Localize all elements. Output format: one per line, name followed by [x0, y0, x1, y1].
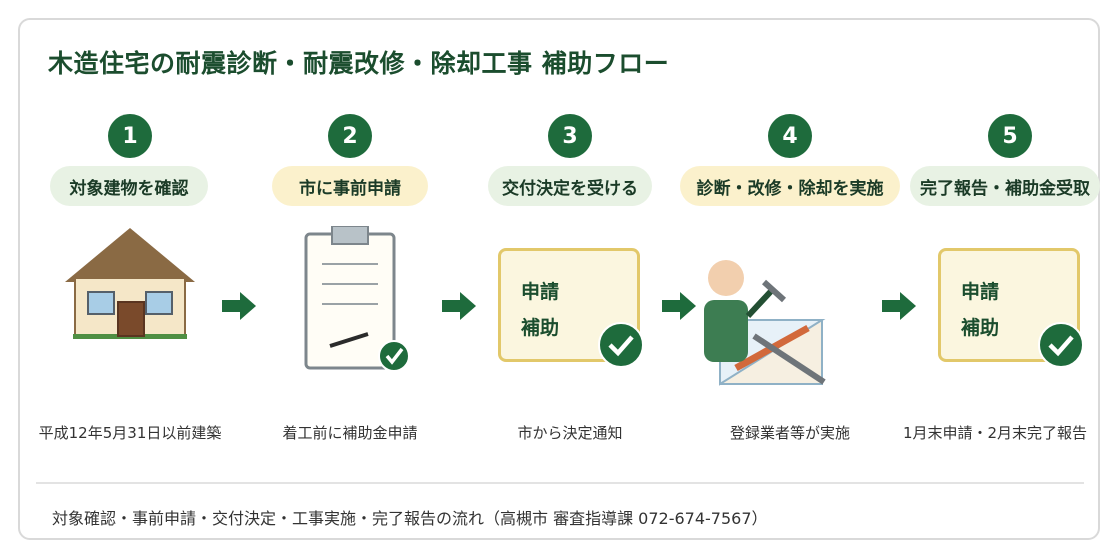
step-2: 2 市に事前申請 着工前に補助金申請	[250, 110, 450, 450]
divider	[36, 482, 1084, 484]
step-number: 3	[548, 114, 592, 158]
step-caption: 平成12年5月31日以前建築	[38, 424, 222, 442]
step-number: 5	[988, 114, 1032, 158]
check-icon	[598, 322, 644, 368]
step-caption: 着工前に補助金申請	[282, 424, 418, 442]
page-title: 木造住宅の耐震診断・耐震改修・除却工事 補助フロー	[48, 49, 670, 78]
step-label: 完了報告・補助金受取	[910, 166, 1100, 206]
step-label: 市に事前申請	[272, 166, 428, 206]
arrow-icon	[880, 288, 920, 324]
step-caption: 登録業者等が実施	[729, 424, 850, 442]
step-number: 2	[328, 114, 372, 158]
worker-icon	[704, 260, 826, 386]
step-caption: 1月末申請・2月末完了報告	[902, 424, 1088, 442]
arrow-icon	[440, 288, 480, 324]
document-line: 補助	[961, 317, 1000, 339]
document-line: 申請	[961, 281, 1000, 303]
approval-document: 申請 補助	[498, 248, 644, 368]
step-number: 4	[768, 114, 812, 158]
completion-document: 申請 補助	[938, 248, 1084, 368]
check-icon	[1038, 322, 1084, 368]
arrow-icon	[220, 288, 260, 324]
step-4: 4 診断・改修・除却を実施 登録業者等が実施	[680, 110, 900, 450]
step-label: 診断・改修・除却を実施	[680, 166, 900, 206]
step-3: 3 交付決定を受ける 申請 補助 市から決定通知	[470, 110, 670, 450]
footer-note: 対象確認・事前申請・交付決定・工事実施・完了報告の流れ（高槻市 審査指導課 07…	[52, 509, 768, 528]
document-line: 補助	[521, 317, 560, 339]
step-caption: 市から決定通知	[517, 424, 623, 442]
step-1: 1 対象建物を確認 平成12年5月31日以前建築	[30, 110, 230, 450]
arrow-icon	[660, 288, 700, 324]
clipboard-icon	[304, 226, 410, 372]
step-number: 1	[108, 114, 152, 158]
step-label: 交付決定を受ける	[488, 166, 652, 206]
step-label: 対象建物を確認	[50, 166, 208, 206]
step-5: 5 完了報告・補助金受取 申請 補助 1月末申請・2月末完了報告	[903, 110, 1110, 450]
document-line: 申請	[521, 281, 560, 303]
house-icon	[65, 228, 195, 339]
